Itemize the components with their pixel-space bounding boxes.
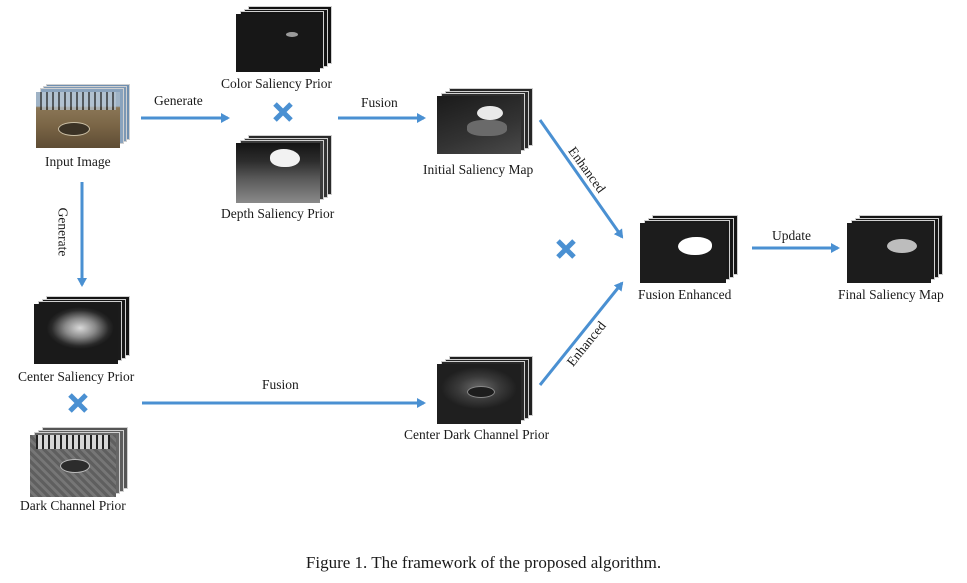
figure-caption: Figure 1. The framework of the proposed … [305, 553, 662, 572]
label-initial-saliency-map: Initial Saliency Map [423, 162, 534, 177]
multiply-operator-middle [556, 239, 576, 259]
initial-saliency-thumbnail [437, 96, 521, 154]
center-saliency-thumbnail [34, 304, 118, 364]
final-saliency-thumbnail [847, 223, 931, 283]
multiply-operator-top [273, 102, 293, 122]
multiply-operator-left [68, 393, 88, 413]
label-dark-channel-prior: Dark Channel Prior [20, 498, 126, 513]
depth-saliency-thumbnail [236, 143, 320, 203]
center-saliency-prior-stack [34, 296, 130, 364]
fusion-enhanced-stack [640, 215, 738, 283]
edge-label-update: Update [772, 228, 811, 243]
depth-saliency-prior-stack [236, 135, 332, 203]
label-input-image: Input Image [45, 154, 111, 169]
center-dark-channel-thumbnail [437, 364, 521, 424]
input-image-stack [36, 84, 130, 148]
input-image-thumbnail [36, 92, 120, 148]
final-saliency-map-stack [847, 215, 943, 283]
dark-channel-prior-stack [30, 427, 128, 497]
label-center-dark-channel-prior: Center Dark Channel Prior [404, 427, 550, 442]
label-fusion-enhanced: Fusion Enhanced [638, 287, 732, 302]
color-saliency-thumbnail [236, 14, 320, 72]
edge-label-fusion-top: Fusion [361, 95, 398, 110]
edge-label-generate-right: Generate [154, 93, 203, 108]
fusion-enhanced-thumbnail [640, 223, 726, 283]
arrow-enhanced-top [538, 119, 624, 239]
dark-channel-thumbnail [30, 435, 116, 497]
color-saliency-prior-stack [236, 6, 332, 72]
label-color-saliency-prior: Color Saliency Prior [221, 76, 332, 91]
label-center-saliency-prior: Center Saliency Prior [18, 369, 135, 384]
arrow-enhanced-bottom [538, 281, 624, 386]
edge-label-fusion-bottom: Fusion [262, 377, 299, 392]
edge-label-generate-down: Generate [55, 207, 71, 257]
label-depth-saliency-prior: Depth Saliency Prior [221, 206, 335, 221]
label-final-saliency-map: Final Saliency Map [838, 287, 944, 302]
initial-saliency-map-stack [437, 88, 533, 154]
center-dark-channel-prior-stack [437, 356, 533, 424]
